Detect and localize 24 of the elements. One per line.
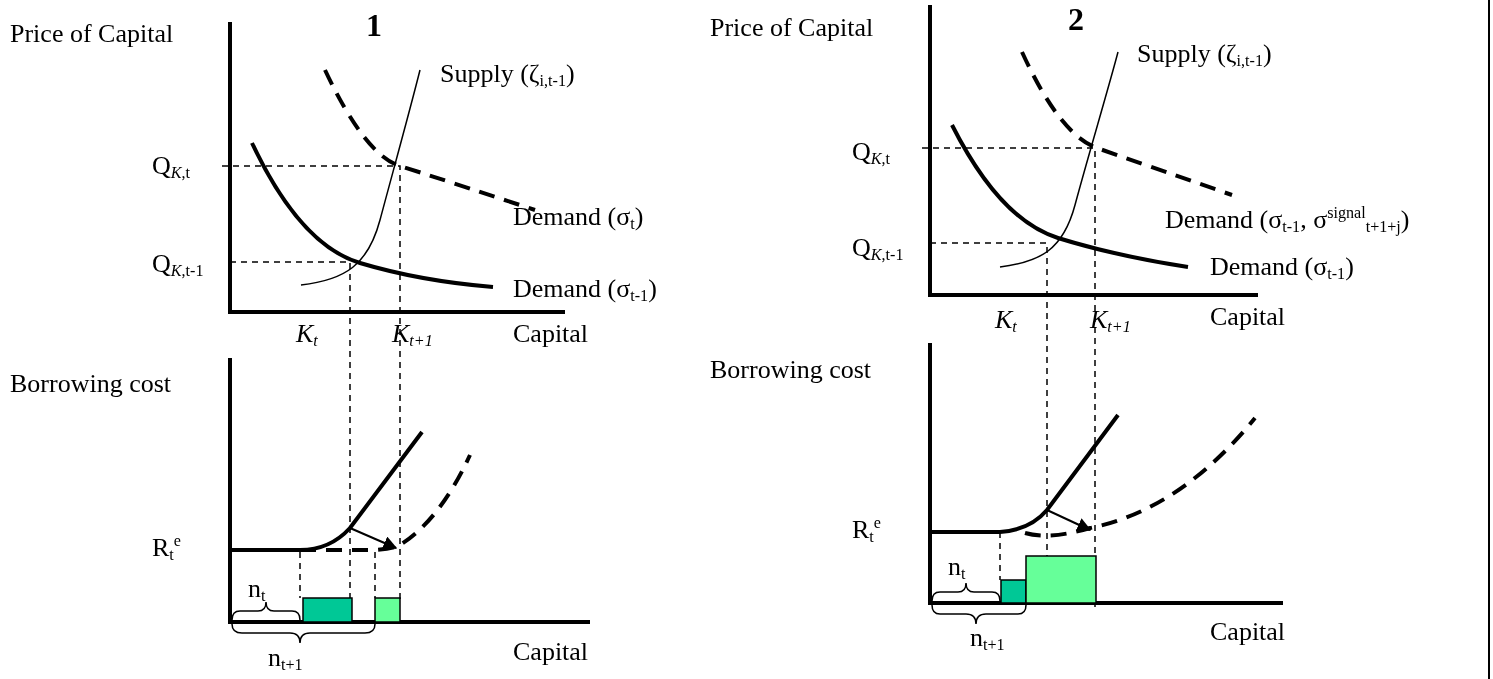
axis-title: Price of Capital xyxy=(10,20,174,49)
capital-level-label: K$_{t+1}$ xyxy=(1090,306,1131,336)
net-worth-label: n$_{t+1}$ xyxy=(268,644,303,674)
axis-title: Capital xyxy=(1210,618,1286,647)
panel-number: 1 xyxy=(366,8,382,44)
curve-label: Demand (σ$_{t-1}$) xyxy=(1210,253,1354,283)
axis-title: Borrowing cost xyxy=(10,370,172,399)
axis-title: Capital xyxy=(1210,303,1286,332)
net-worth-label: n$_{t}$ xyxy=(248,575,266,605)
capital-level-label: K$_{t}$ xyxy=(296,320,318,350)
capital-level-label: K$_{t}$ xyxy=(995,306,1017,336)
panel-number: 2 xyxy=(1068,2,1084,38)
curve-label: Demand (σ$_{t}$) xyxy=(513,203,644,233)
axis-title: Price of Capital xyxy=(710,14,874,43)
curve-label: Demand (σ$_{t-1}$) xyxy=(513,275,657,305)
curve-label: Supply (ζ$_{i,t-1}$) xyxy=(1137,40,1272,70)
net-worth-label: n$_{t+1}$ xyxy=(970,624,1005,654)
capital-level-label: K$_{t+1}$ xyxy=(392,320,433,350)
curve-label: Demand (σ$_{t-1}$, σ$^{signal}$$_{t+1+j}$) xyxy=(1165,204,1410,236)
axis-title: Capital xyxy=(513,320,589,349)
curve-label: Supply (ζ$_{i,t-1}$) xyxy=(440,60,575,90)
net-worth-label: n$_{t}$ xyxy=(948,553,966,583)
axis-title: Borrowing cost xyxy=(710,356,872,385)
axis-title: Capital xyxy=(513,638,589,667)
